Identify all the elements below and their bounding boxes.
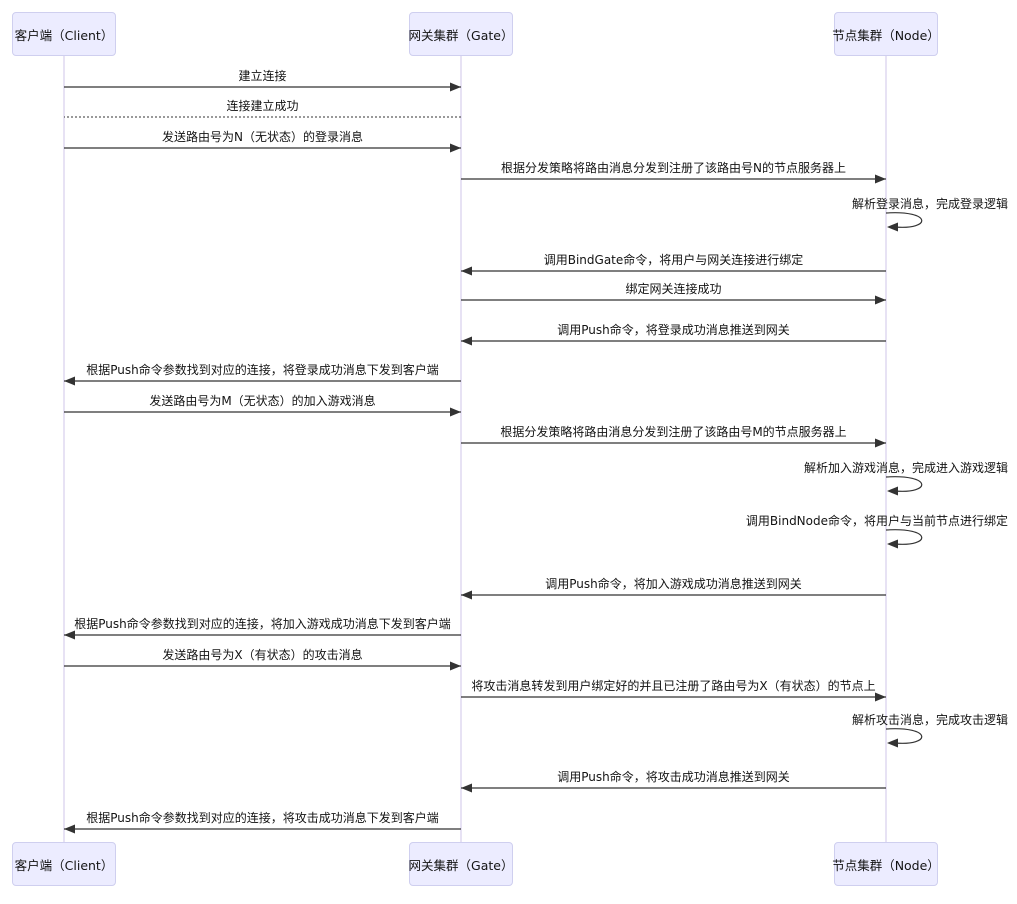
- message-label: 根据Push命令参数找到对应的连接，将登录成功消息下发到客户端: [86, 363, 439, 377]
- actor-label: 节点集群（Node）: [832, 27, 940, 43]
- arrowhead: [875, 295, 886, 305]
- actor-label: 客户端（Client）: [14, 27, 114, 43]
- arrowhead: [887, 738, 898, 748]
- message-label: 根据Push命令参数找到对应的连接，将加入游戏成功消息下发到客户端: [74, 617, 451, 631]
- arrowhead: [450, 82, 461, 92]
- actor-gate-bottom: 网关集群（Gate）: [409, 842, 513, 886]
- arrowhead: [875, 692, 886, 702]
- message-label: 调用BindNode命令，将用户与当前节点进行绑定: [745, 514, 1008, 528]
- arrowhead: [64, 824, 75, 834]
- actor-gate-top: 网关集群（Gate）: [409, 12, 513, 56]
- arrowhead: [450, 661, 461, 671]
- arrowhead: [461, 266, 472, 276]
- self-loop-line: [885, 476, 923, 492]
- message-label: 调用Push命令，将加入游戏成功消息推送到网关: [545, 577, 802, 591]
- self-loop-line: [885, 728, 923, 744]
- message-label: 建立连接: [238, 69, 287, 83]
- self-loop-line: [885, 529, 923, 545]
- actor-label: 网关集群（Gate）: [408, 27, 514, 43]
- message-label: 根据分发策略将路由消息分发到注册了该路由号N的节点服务器上: [501, 161, 846, 175]
- message-label: 调用BindGate命令，将用户与网关连接进行绑定: [543, 253, 804, 267]
- message-label: 调用Push命令，将登录成功消息推送到网关: [557, 323, 790, 337]
- message-label: 解析攻击消息，完成攻击逻辑: [851, 713, 1008, 727]
- arrowhead: [461, 590, 472, 600]
- actor-node-top: 节点集群（Node）: [832, 12, 940, 56]
- arrowhead: [64, 630, 75, 640]
- message-label: 根据Push命令参数找到对应的连接，将攻击成功消息下发到客户端: [86, 811, 439, 825]
- actor-node-bottom: 节点集群（Node）: [832, 842, 940, 886]
- message-label: 发送路由号为M（无状态）的加入游戏消息: [149, 394, 376, 408]
- arrowhead: [875, 174, 886, 184]
- arrowhead: [450, 143, 461, 153]
- actor-client-bottom: 客户端（Client）: [12, 842, 116, 886]
- arrowhead: [450, 407, 461, 417]
- message-label: 根据分发策略将路由消息分发到注册了该路由号M的节点服务器上: [500, 425, 847, 439]
- message-label: 发送路由号为X（有状态）的攻击消息: [162, 648, 363, 662]
- arrowhead: [887, 222, 898, 232]
- actor-label: 网关集群（Gate）: [408, 857, 514, 873]
- message-label: 调用Push命令，将攻击成功消息推送到网关: [557, 770, 790, 784]
- message-label: 连接建立成功: [226, 99, 299, 113]
- message-label: 发送路由号为N（无状态）的登录消息: [162, 130, 363, 144]
- self-loop-line: [885, 212, 923, 228]
- actor-label: 客户端（Client）: [14, 857, 114, 873]
- arrowhead: [461, 336, 472, 346]
- message-label: 绑定网关连接成功: [625, 282, 722, 296]
- message-label: 解析加入游戏消息，完成进入游戏逻辑: [803, 461, 1008, 475]
- message-label: 将攻击消息转发到用户绑定好的并且已注册了路由号为X（有状态）的节点上: [471, 679, 876, 693]
- message-label: 解析登录消息，完成登录逻辑: [851, 197, 1008, 211]
- arrowhead: [887, 486, 898, 496]
- actor-label: 节点集群（Node）: [832, 857, 940, 873]
- actor-client-top: 客户端（Client）: [12, 12, 116, 56]
- arrowhead: [64, 376, 75, 386]
- arrowhead: [461, 783, 472, 793]
- arrowhead: [887, 539, 898, 549]
- arrowhead: [875, 438, 886, 448]
